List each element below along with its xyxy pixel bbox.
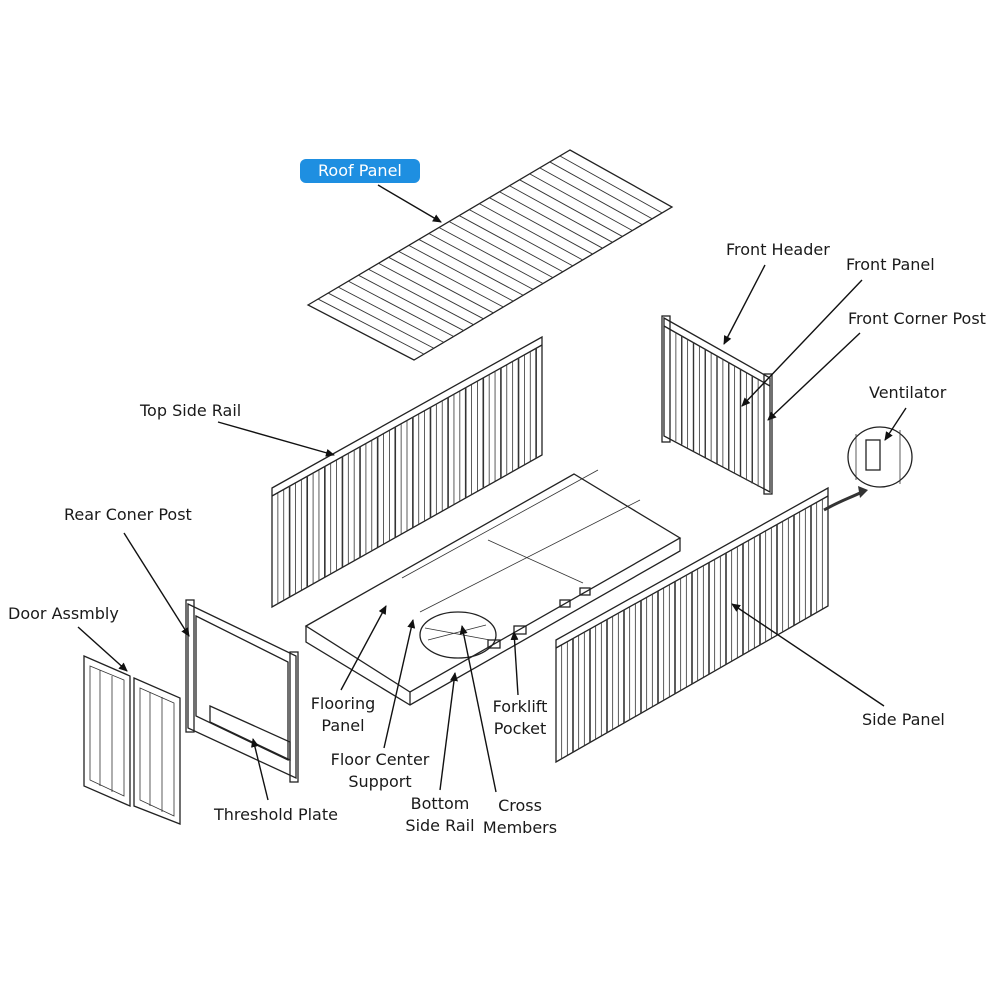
cross-members-label-line1: Cross <box>498 796 542 815</box>
forklift-pocket-label: Forklift Pocket <box>484 696 556 740</box>
forklift-pocket-label-line1: Forklift <box>492 697 548 716</box>
flooring-panel-label-line2: Panel <box>321 716 365 735</box>
flooring-panel-label-line1: Flooring <box>310 694 376 713</box>
forklift-pocket-label-line2: Pocket <box>493 719 547 738</box>
flooring-panel-label: Flooring Panel <box>300 693 386 737</box>
floor-center-support-label-line2: Support <box>348 772 412 791</box>
floor-center-support-label: Floor Center Support <box>325 749 435 793</box>
threshold-plate-label: Threshold Plate <box>214 805 338 824</box>
floor-center-support-label-line1: Floor Center <box>330 750 430 769</box>
left-side-wall-shape <box>271 335 543 609</box>
bottom-side-rail-label-line1: Bottom <box>410 794 470 813</box>
cross-members-label-line2: Members <box>482 818 558 837</box>
cross-members-label: Cross Members <box>478 795 562 839</box>
roof-panel-label[interactable]: Roof Panel <box>300 159 420 183</box>
floor-frame-shape <box>304 469 682 706</box>
door-assembly-shape <box>83 655 181 825</box>
front-corner-post-label: Front Corner Post <box>848 309 986 328</box>
ventilator-label: Ventilator <box>869 383 947 402</box>
door-assembly-label: Door Assmbly <box>8 604 119 623</box>
roof-panel-shape <box>306 149 674 361</box>
side-panel-label: Side Panel <box>862 710 945 729</box>
rear-corner-post-label: Rear Coner Post <box>64 505 192 524</box>
ventilator-callout-shape <box>823 426 913 512</box>
rear-frame-shape <box>185 599 299 783</box>
top-side-rail-label: Top Side Rail <box>140 401 242 420</box>
leader-lines <box>77 184 907 801</box>
side-panel-shape <box>555 486 829 764</box>
front-header-label: Front Header <box>726 240 830 259</box>
bottom-side-rail-label-line2: Side Rail <box>405 816 475 835</box>
front-panel-shape <box>661 315 773 495</box>
bottom-side-rail-label: Bottom Side Rail <box>398 793 482 837</box>
front-panel-label: Front Panel <box>846 255 935 274</box>
